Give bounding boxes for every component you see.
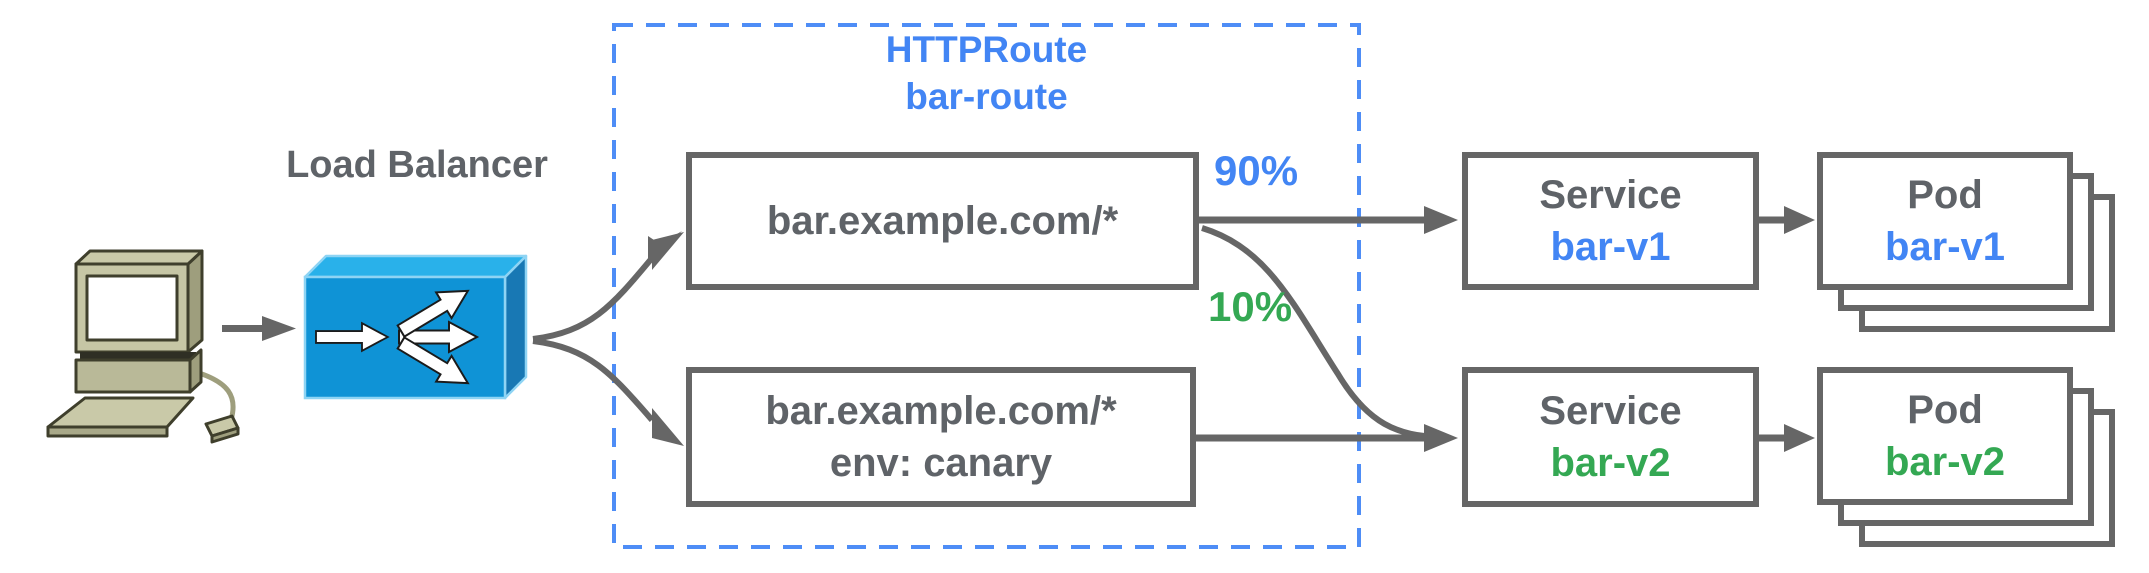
edge-rule2-to-service2 [1196,424,1458,452]
service-name: bar-v2 [1550,441,1671,485]
pod-stack-bar-v2: Pod bar-v2 [1817,367,2117,549]
service-box-bar-v2: Service bar-v2 [1462,367,1759,507]
httproute-title-kind: HTTPRoute [885,29,1088,70]
desktop-computer-icon [46,249,240,444]
weight-label-10: 10% [1208,283,1293,330]
edge-service1-to-pod1 [1759,206,1815,234]
httproute-title-name: bar-route [905,76,1068,117]
monitor-gap [80,352,196,360]
keyboard-top [46,396,195,429]
pod-stack-bar-v1: Pod bar-v1 [1817,152,2117,334]
service-kind: Service [1539,389,1682,433]
rule-host: bar.example.com/* [765,389,1117,433]
service-name: bar-v1 [1550,225,1671,269]
pod-kind: Pod [1907,388,1983,432]
pod-card-bar-v2: Pod bar-v2 [1817,367,2073,505]
service-kind: Service [1539,173,1682,217]
load-balancer-box-icon [303,254,528,400]
httproute-dashed-boundary [612,23,1361,549]
rule-host: bar.example.com/* [766,199,1119,243]
pod-name: bar-v2 [1884,440,2006,484]
edge-rule1-to-service2-canary [1201,225,1441,440]
service-box-bar-v1: Service bar-v1 [1462,152,1759,290]
pod-card-bar-v1: Pod bar-v1 [1817,152,2073,290]
pod-kind: Pod [1907,173,1983,217]
rule-box-primary: bar.example.com/* [686,152,1199,290]
mouse-cable [195,369,236,421]
monitor-side [186,249,204,354]
weight-label-90: 90% [1214,147,1299,194]
edge-lb-to-rule1 [532,231,684,342]
httproute-title: HTTPRoute bar-route [612,26,1361,120]
rule-box-canary: bar.example.com/* env: canary [686,367,1196,507]
edge-service2-to-pod2 [1759,424,1815,452]
arrow-client-to-lb [222,316,296,341]
monitor-top [74,249,204,266]
mouse-side [210,426,240,444]
edge-lb-to-rule2 [532,338,684,446]
monitor-screen [85,274,179,342]
load-balancer-label: Load Balancer [286,144,548,186]
rule-selector: env: canary [829,441,1053,485]
pod-name: bar-v1 [1884,225,2006,269]
keyboard-front [46,425,169,438]
computer-base [74,358,192,394]
edge-rule1-to-service1 [1199,206,1458,234]
